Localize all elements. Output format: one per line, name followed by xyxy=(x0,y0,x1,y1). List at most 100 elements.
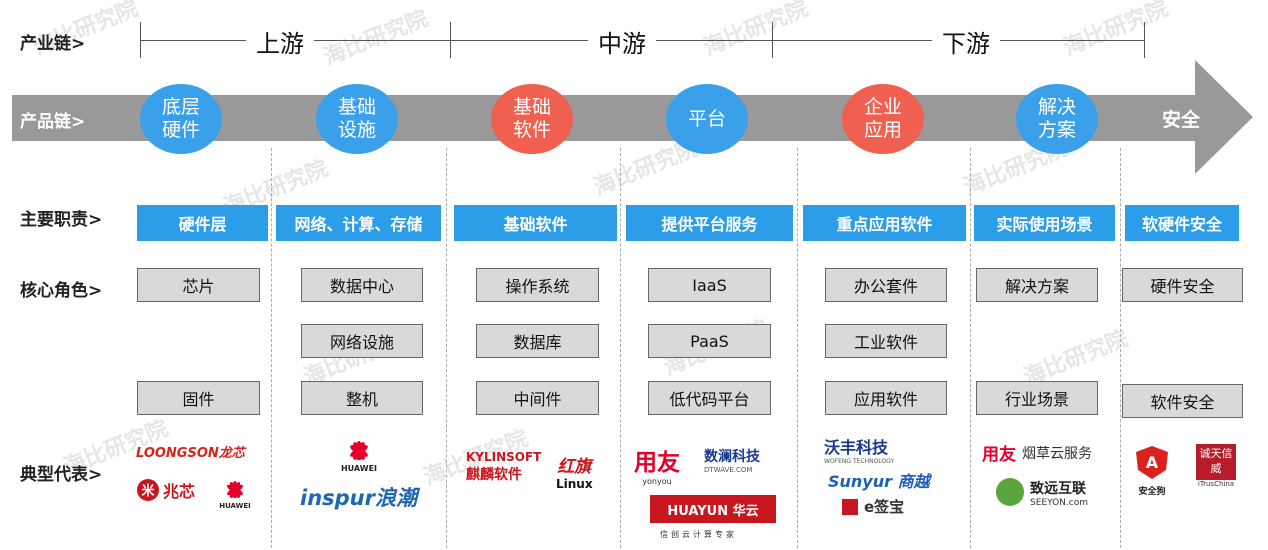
logo-huayun: HUAYUN 华云 xyxy=(650,495,776,523)
segment-midstream: 中游 xyxy=(588,24,656,59)
watermark: 海比研究院 xyxy=(320,6,432,71)
role-complete-machine: 整机 xyxy=(301,381,423,415)
logo-dtwave: 数澜科技 DTWAVE.COM xyxy=(704,446,760,474)
node-basic-software: 基础 软件 xyxy=(491,84,573,154)
row-label-duties: 主要职责> xyxy=(20,210,103,230)
role-office-suite: 办公套件 xyxy=(825,268,947,302)
watermark: 海比研究院 xyxy=(700,0,812,61)
huawei-icon xyxy=(227,481,243,499)
role-app-software: 应用软件 xyxy=(825,381,947,415)
role-chip: 芯片 xyxy=(137,268,260,302)
itrus-label: 诚天信威 xyxy=(1196,444,1236,480)
hongqi-label: 红旗 xyxy=(557,457,592,477)
node-infrastructure: 基础 设施 xyxy=(316,84,398,154)
logo-esign: e签宝 xyxy=(842,496,904,517)
huawei-icon xyxy=(350,441,368,461)
kylinsoft-label: KYLINSOFT xyxy=(466,450,542,464)
role-network-facility: 网络设施 xyxy=(301,324,423,358)
node-platform: 平台 xyxy=(666,84,748,154)
huawei-label: HUAWEI xyxy=(219,502,251,510)
row-label-roles: 核心角色> xyxy=(20,281,103,301)
seeyon-label: 致远互联 xyxy=(1030,481,1086,497)
segment-tick xyxy=(140,22,141,58)
kylinsoft-cn-label: 麒麟软件 xyxy=(466,467,522,483)
column-divider xyxy=(970,148,971,548)
svg-text:A: A xyxy=(1146,453,1159,472)
role-industrial-software: 工业软件 xyxy=(825,324,947,358)
dtwave-en-label: DTWAVE.COM xyxy=(704,466,753,474)
role-paas: PaaS xyxy=(648,324,771,358)
zhaoxin-label: 兆芯 xyxy=(163,482,196,501)
role-os: 操作系统 xyxy=(476,268,599,302)
wofeng-en-label: WOFENG TECHNOLOGY xyxy=(824,458,895,465)
logo-yonyou: 用友 yonyou xyxy=(634,443,680,486)
row-label-representatives: 典型代表> xyxy=(20,465,103,485)
duty-scenarios: 实际使用场景 xyxy=(974,205,1115,241)
logo-loongson: LOONGSON龙芯 xyxy=(136,446,245,461)
yancao-label: 烟草云服务 xyxy=(1022,445,1092,462)
role-data-center: 数据中心 xyxy=(301,268,423,302)
column-divider xyxy=(271,148,272,548)
role-firmware: 固件 xyxy=(137,381,260,415)
role-middleware: 中间件 xyxy=(476,381,599,415)
segment-upstream: 上游 xyxy=(246,24,314,59)
duty-platform-service: 提供平台服务 xyxy=(626,205,793,241)
anquangou-label: 安全狗 xyxy=(1138,487,1166,497)
segment-tick xyxy=(450,22,451,58)
row-label-industry-chain: 产业链> xyxy=(20,34,86,54)
role-hardware-security: 硬件安全 xyxy=(1122,268,1243,302)
logo-huawei: HUAWEI xyxy=(336,430,382,473)
column-divider xyxy=(446,148,447,548)
column-divider xyxy=(797,148,798,548)
node-security: 安全 xyxy=(1162,109,1201,131)
itrus-en-label: iTrusChina xyxy=(1197,480,1235,488)
logo-hongqi-linux: 红旗 Linux xyxy=(556,452,593,491)
linux-label: Linux xyxy=(556,477,593,491)
logo-huawei-small: HUAWEI xyxy=(212,470,258,510)
huayun-slogan: 信创云计算专家 xyxy=(660,530,737,539)
logo-yonyou-yancao: 用友 烟草云服务 xyxy=(982,440,1092,465)
seeyon-icon xyxy=(996,478,1024,506)
product-chain-arrow-head xyxy=(1195,60,1253,174)
duty-security: 软硬件安全 xyxy=(1125,205,1239,241)
logo-anquangou: A 安全狗 xyxy=(1134,444,1170,497)
wofeng-label: 沃丰科技 xyxy=(824,438,889,457)
role-solution: 解决方案 xyxy=(976,268,1098,302)
duty-basic-software: 基础软件 xyxy=(454,205,617,241)
role-low-code: 低代码平台 xyxy=(648,381,771,415)
logo-zhaoxin: 米 兆芯 xyxy=(136,478,195,502)
huawei-label: HUAWEI xyxy=(340,464,378,473)
yonyou-en-label: yonyou xyxy=(642,477,672,486)
logo-kylinsoft: KYLINSOFT 麒麟软件 xyxy=(466,450,541,484)
role-software-security: 软件安全 xyxy=(1122,384,1243,418)
esign-label: e签宝 xyxy=(864,498,905,516)
segment-downstream: 下游 xyxy=(932,24,1000,59)
logo-inspur: inspur浪潮 xyxy=(300,486,417,510)
duty-key-apps: 重点应用软件 xyxy=(803,205,966,241)
role-database: 数据库 xyxy=(476,324,599,358)
watermark: 海比研究院 xyxy=(1060,0,1172,61)
column-divider xyxy=(1120,148,1121,548)
zhaoxin-icon: 米 xyxy=(137,479,159,501)
duty-network: 网络、计算、存储 xyxy=(276,205,441,241)
logo-wofeng: 沃丰科技 WOFENG TECHNOLOGY xyxy=(824,434,894,465)
node-enterprise-app: 企业 应用 xyxy=(842,84,924,154)
role-industry-scenario: 行业场景 xyxy=(976,381,1098,415)
esign-icon xyxy=(842,498,858,515)
row-label-product-chain: 产品链> xyxy=(20,112,86,132)
segment-tick xyxy=(1144,22,1145,58)
duty-hardware: 硬件层 xyxy=(137,205,268,241)
role-iaas: IaaS xyxy=(648,268,771,302)
yonyou2-label: 用友 xyxy=(982,445,1016,465)
anquangou-icon: A xyxy=(1136,446,1168,479)
node-bottom-hardware: 底层 硬件 xyxy=(140,84,222,154)
logo-itrus: 诚天信威 iTrusChina xyxy=(1196,444,1236,488)
svg-text:米: 米 xyxy=(141,483,155,499)
column-divider xyxy=(620,148,621,548)
logo-sunyur: Sunyur 商越 xyxy=(828,472,930,491)
dtwave-label: 数澜科技 xyxy=(704,449,760,465)
seeyon-en-label: SEEYON.com xyxy=(1030,498,1088,508)
yonyou-label: 用友 xyxy=(634,450,680,476)
node-solution: 解决 方案 xyxy=(1016,84,1098,154)
segment-tick xyxy=(772,22,773,58)
